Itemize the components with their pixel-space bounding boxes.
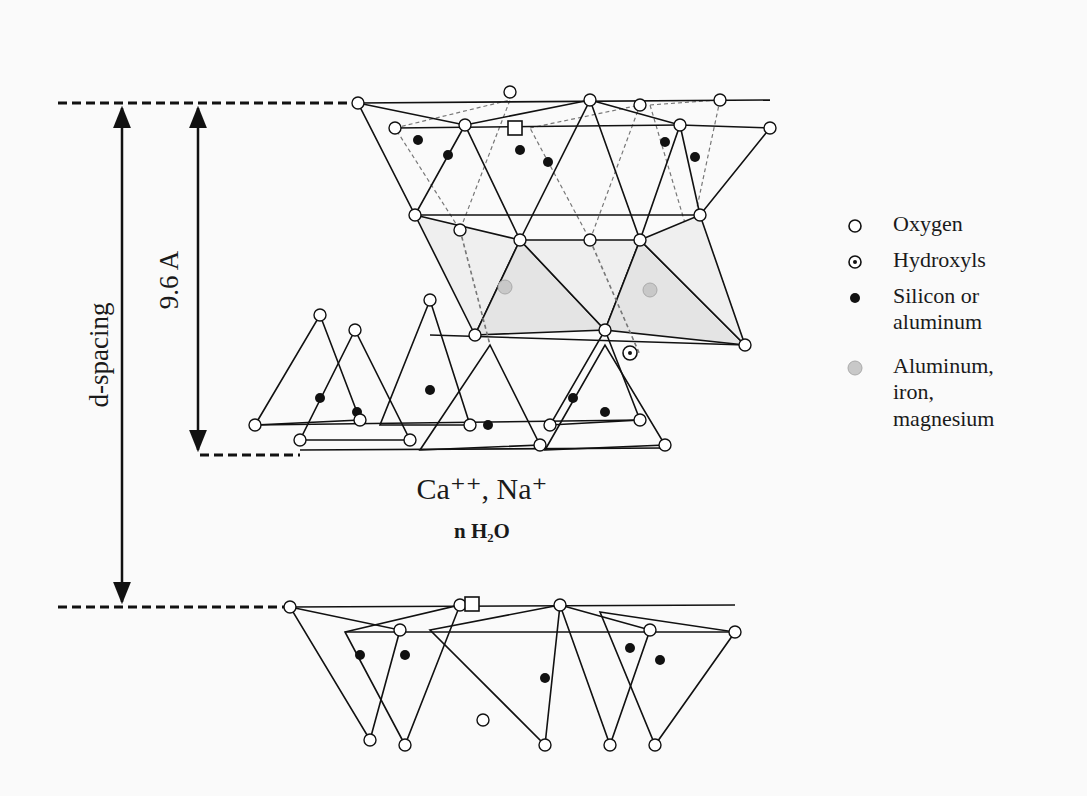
octahedral-cations (498, 280, 657, 297)
legend-samples (848, 220, 862, 375)
legend-text: Hydroxyls (893, 247, 1018, 273)
dimension-label: 9.6 A (155, 251, 185, 310)
tetrahedral-sheet (358, 100, 770, 240)
silicon-atoms (315, 135, 700, 683)
reference-lines (58, 103, 350, 607)
tetrahedral-sheet (290, 605, 735, 745)
dimension-arrows (122, 108, 198, 602)
legend-text: Aluminum, iron, magnesium (893, 353, 1018, 432)
interlayer-water: n H₂O (454, 520, 510, 543)
dimension-label: d-spacing (85, 303, 115, 408)
interlayer-cations: Ca⁺⁺, Na⁺ (417, 472, 548, 505)
oxygen-atoms (249, 86, 776, 751)
legend-text: Silicon or aluminum (893, 283, 1018, 336)
legend-text: Oxygen (893, 211, 1018, 237)
octahedral-sheet (415, 215, 745, 355)
tetrahedral-sheet (255, 300, 665, 450)
